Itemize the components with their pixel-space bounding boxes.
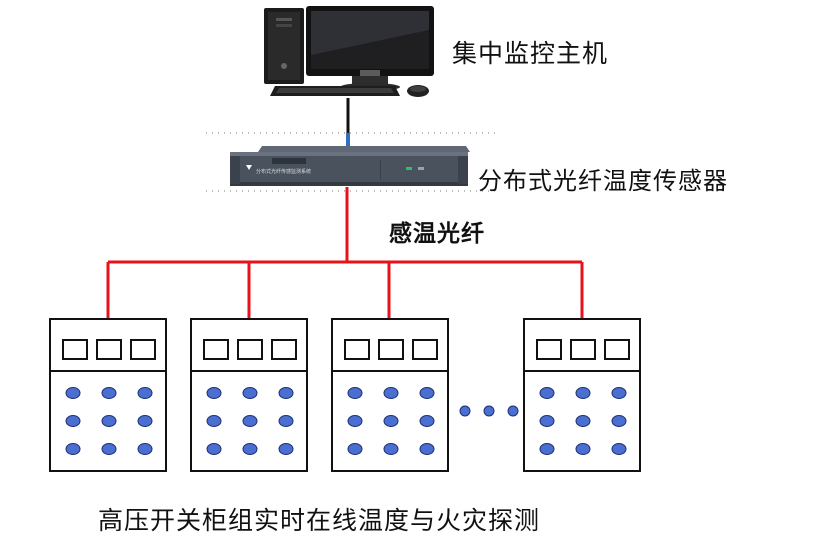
cabinet-knob [65,443,81,455]
cabinet-knob [419,443,435,455]
switchgear-cabinet-icon [190,318,308,472]
cabinet-knob [419,415,435,427]
cabinet-knob [575,443,591,455]
cabinet-knob [278,443,294,455]
cabinet-knob [611,415,627,427]
cabinet-knob [611,387,627,399]
cabinet-knob [383,387,399,399]
switchgear-cabinet-icon [49,318,167,472]
rack-server-icon: 分布式光纤传感监测系统 [230,146,470,186]
cabinet-window [203,339,229,360]
cabinet-window [570,339,596,360]
switchgear-cabinet-icon [523,318,641,472]
fiber-network [106,187,584,319]
cabinet-knob [347,415,363,427]
cabinet-knob [278,387,294,399]
switchgear-cabinet-icon [331,318,449,472]
cabinet-knob [101,415,117,427]
cabinet-knob [383,443,399,455]
fiber-label: 感温光纤 [389,221,485,247]
cabinet-group [49,318,641,472]
cabinet-knob [611,443,627,455]
cabinet-knob [539,387,555,399]
cabinet-knob [347,387,363,399]
caption: 高压开关柜组实时在线温度与火灾探测 [98,506,541,535]
cabinet-window [96,339,122,360]
cabinet-knob [206,443,222,455]
cabinet-knob [65,415,81,427]
cabinet-window [344,339,370,360]
dotted-guides [206,132,500,192]
cabinet-knob [242,415,258,427]
cabinet-knob [383,415,399,427]
sensor-label: 分布式光纤温度传感器 [478,167,728,195]
cabinet-knob [575,415,591,427]
cabinet-window [62,339,88,360]
cabinet-window [536,339,562,360]
cabinet-knob [137,387,153,399]
cabinet-window [271,339,297,360]
cabinet-knob [206,387,222,399]
cabinet-knob [101,387,117,399]
ellipsis-dots [459,405,519,417]
cabinet-knob [419,387,435,399]
cabinet-window [237,339,263,360]
cabinet-knob [539,415,555,427]
host-label: 集中监控主机 [452,39,609,68]
cabinet-knob [206,415,222,427]
cabinet-window [604,339,630,360]
cabinet-knob [242,443,258,455]
cabinet-knob [539,443,555,455]
desktop-computer-icon [264,6,434,97]
device-panel-text: 分布式光纤传感监测系统 [256,168,311,175]
cabinet-window [378,339,404,360]
cabinet-knob [347,443,363,455]
cabinet-window [412,339,438,360]
cabinet-knob [137,415,153,427]
cabinet-knob [242,387,258,399]
cabinet-knob [101,443,117,455]
cabinet-knob [65,387,81,399]
cabinet-knob [278,415,294,427]
cabinet-knob [575,387,591,399]
cabinet-knob [137,443,153,455]
cabinet-window [130,339,156,360]
